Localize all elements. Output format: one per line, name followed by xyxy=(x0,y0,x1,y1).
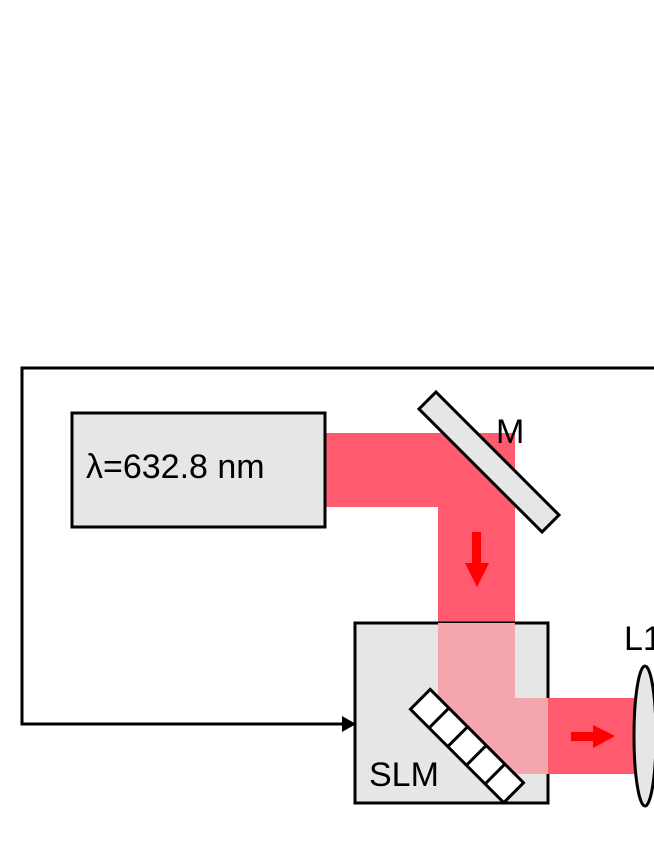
beam-in-slm-reflected xyxy=(438,698,548,774)
mirror-label: M xyxy=(496,413,524,451)
lens-l1 xyxy=(632,664,654,808)
beam-direction-down-arrow-icon xyxy=(465,532,489,587)
control-wire xyxy=(20,366,654,726)
lens-label: L1 xyxy=(624,620,654,658)
beam-direction-right-arrow-icon xyxy=(571,725,615,748)
mirror xyxy=(416,389,562,535)
slm-label: SLM xyxy=(369,756,439,794)
beam-in-slm-vertical xyxy=(438,623,515,698)
slm-pixel-array xyxy=(408,687,526,805)
laser-source-box xyxy=(70,411,327,529)
control-wire-arrowhead xyxy=(342,716,356,732)
laser-wavelength-label: λ=632.8 nm xyxy=(86,448,265,486)
